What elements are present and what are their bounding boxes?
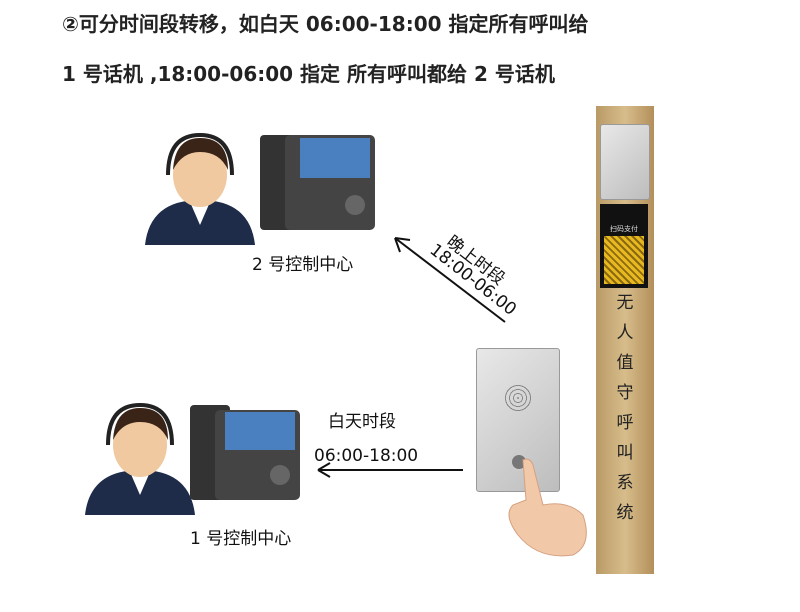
day-label: 白天时段 bbox=[328, 412, 396, 432]
operator-1-with-phone bbox=[85, 402, 300, 515]
qr-code bbox=[604, 236, 644, 284]
center-2-label: 2 号控制中心 bbox=[252, 255, 354, 275]
title-line-2: 1 号话机 ,18:00-06:00 指定 所有呼叫都给 2 号话机 bbox=[62, 62, 555, 86]
finger-pointer-icon bbox=[508, 458, 587, 557]
pillar-intercom bbox=[600, 124, 650, 200]
title-line-1: ②可分时间段转移，如白天 06:00-18:00 指定所有呼叫给 bbox=[62, 12, 589, 36]
pay-label: 扫码支付 bbox=[610, 225, 638, 233]
operator-2-with-phone bbox=[145, 132, 375, 245]
pillar-text: 无人值守呼叫系统 bbox=[616, 293, 634, 523]
intercom-panel bbox=[476, 348, 560, 492]
center-1-label: 1 号控制中心 bbox=[190, 529, 292, 549]
speaker-icon bbox=[503, 383, 533, 413]
payment-area: 扫码支付 bbox=[600, 204, 648, 288]
day-time: 06:00-18:00 bbox=[314, 446, 419, 466]
